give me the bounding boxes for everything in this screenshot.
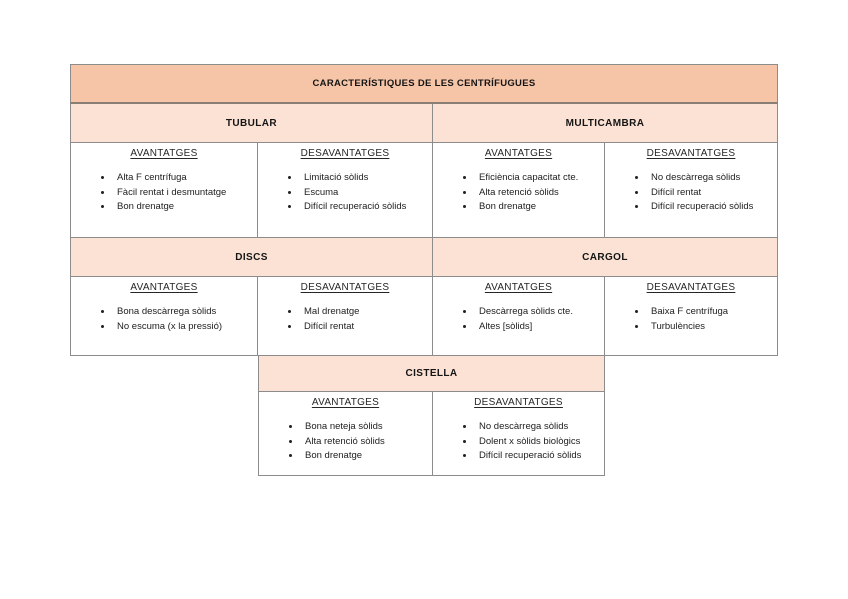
cistella-advantages-list: Bona neteja sòlids Alta retenció sòlids … — [259, 420, 432, 464]
discs-disadvantages-list: Mal drenatge Difícil rentat — [258, 305, 432, 334]
section-header-tubular: TUBULAR — [70, 104, 433, 143]
tubular-disadvantages-list: Limitació sòlids Escuma Difícil recupera… — [258, 171, 432, 215]
cargol-advantages-list: Descàrrega sòlids cte. Altes [sòlids] — [433, 305, 604, 334]
advantages-heading: AVANTATGES — [311, 397, 380, 408]
disadvantages-heading: DESAVANTATGES — [300, 148, 390, 159]
list-item: Dolent x sòlids biològics — [475, 435, 604, 450]
list-item: Bon drenatge — [113, 200, 257, 215]
list-item: Difícil recuperació sòlids — [647, 200, 777, 215]
section-header-multicambra: MULTICAMBRA — [433, 104, 778, 143]
cargol-disadvantages-list: Baixa F centrífuga Turbulències — [605, 305, 777, 334]
advantages-heading: AVANTATGES — [130, 148, 198, 159]
advantages-heading: AVANTATGES — [484, 148, 553, 159]
list-item: Difícil rentat — [300, 320, 432, 335]
cistella-disadvantages-cell: DESAVANTATGES No descàrrega sòlids Dolen… — [433, 392, 605, 476]
list-item: Bon drenatge — [475, 200, 604, 215]
disadvantages-heading: DESAVANTATGES — [646, 148, 736, 159]
section-header-cistella: CISTELLA — [258, 356, 605, 392]
multicambra-disadvantages-cell: DESAVANTATGES No descàrrega sòlids Difíc… — [605, 143, 778, 238]
list-item: No descàrrega sòlids — [475, 420, 604, 435]
multicambra-advantages-cell: AVANTATGES Eficiència capacitat cte. Alt… — [433, 143, 605, 238]
list-item: Alta retenció sòlids — [475, 186, 604, 201]
list-item: Fàcil rentat i desmuntatge — [113, 186, 257, 201]
disadvantages-heading: DESAVANTATGES — [646, 282, 736, 293]
tubular-advantages-cell: AVANTATGES Alta F centrífuga Fàcil renta… — [70, 143, 258, 238]
discs-advantages-list: Bona descàrrega sòlids No escuma (x la p… — [71, 305, 257, 334]
list-item: No escuma (x la pressió) — [113, 320, 257, 335]
cargol-disadvantages-cell: DESAVANTATGES Baixa F centrífuga Turbulè… — [605, 277, 778, 356]
list-item: Alta F centrífuga — [113, 171, 257, 186]
section-header-cargol: CARGOL — [433, 238, 778, 277]
list-item: Mal drenatge — [300, 305, 432, 320]
advantages-heading: AVANTATGES — [484, 282, 553, 293]
list-item: Descàrrega sòlids cte. — [475, 305, 604, 320]
table-title: CARACTERÍSTIQUES DE LES CENTRÍFUGUES — [70, 64, 778, 104]
list-item: Eficiència capacitat cte. — [475, 171, 604, 186]
list-item: Altes [sòlids] — [475, 320, 604, 335]
tubular-advantages-list: Alta F centrífuga Fàcil rentat i desmunt… — [71, 171, 257, 215]
disadvantages-heading: DESAVANTATGES — [300, 282, 390, 293]
list-item: Baixa F centrífuga — [647, 305, 777, 320]
multicambra-advantages-list: Eficiència capacitat cte. Alta retenció … — [433, 171, 604, 215]
list-item: Difícil rentat — [647, 186, 777, 201]
list-item: Turbulències — [647, 320, 777, 335]
multicambra-disadvantages-list: No descàrrega sòlids Difícil rentat Difí… — [605, 171, 777, 215]
list-item: Escuma — [300, 186, 432, 201]
list-item: No descàrrega sòlids — [647, 171, 777, 186]
advantages-heading: AVANTATGES — [130, 282, 198, 293]
discs-disadvantages-cell: DESAVANTATGES Mal drenatge Difícil renta… — [258, 277, 433, 356]
list-item: Limitació sòlids — [300, 171, 432, 186]
disadvantages-heading: DESAVANTATGES — [474, 397, 563, 408]
cistella-disadvantages-list: No descàrrega sòlids Dolent x sòlids bio… — [433, 420, 604, 464]
cistella-advantages-cell: AVANTATGES Bona neteja sòlids Alta reten… — [258, 392, 433, 476]
list-item: Alta retenció sòlids — [301, 435, 432, 450]
discs-advantages-cell: AVANTATGES Bona descàrrega sòlids No esc… — [70, 277, 258, 356]
centrifuges-table: CARACTERÍSTIQUES DE LES CENTRÍFUGUES TUB… — [70, 64, 778, 476]
tubular-disadvantages-cell: DESAVANTATGES Limitació sòlids Escuma Di… — [258, 143, 433, 238]
section-header-discs: DISCS — [70, 238, 433, 277]
list-item: Bona neteja sòlids — [301, 420, 432, 435]
list-item: Bona descàrrega sòlids — [113, 305, 257, 320]
list-item: Bon drenatge — [301, 449, 432, 464]
cargol-advantages-cell: AVANTATGES Descàrrega sòlids cte. Altes … — [433, 277, 605, 356]
list-item: Difícil recuperació sòlids — [300, 200, 432, 215]
list-item: Difícil recuperació sòlids — [475, 449, 604, 464]
